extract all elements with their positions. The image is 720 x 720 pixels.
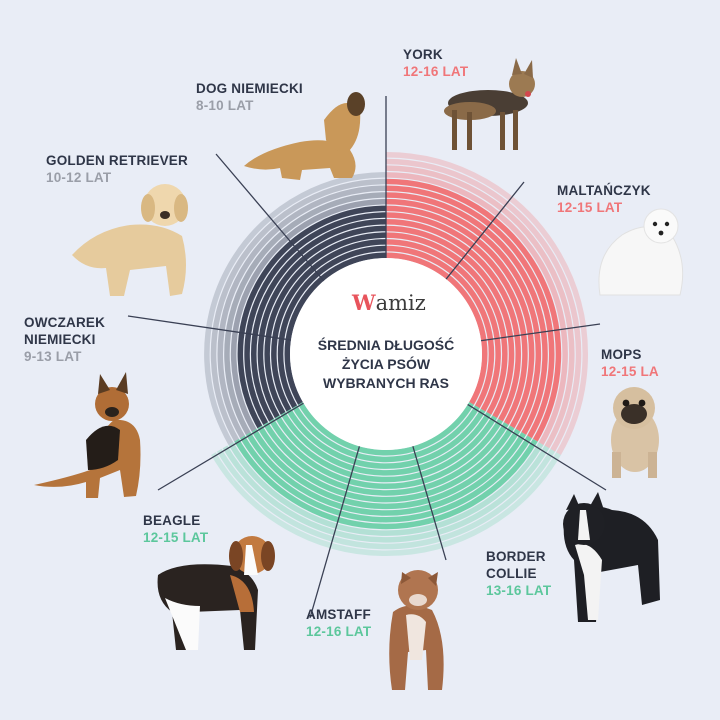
label-maltanczyk: MALTAŃCZYK 12-15 LAT [557,182,651,216]
label-mops: MOPS 12-15 LA [601,346,659,380]
ring-medium-year-3 [286,408,486,469]
title-line-1: ŚREDNIA DŁUGOŚĆ [317,337,455,353]
ring-small-year-5 [385,225,515,419]
maltese-dog-photo [598,208,684,296]
ring-medium-year-6 [269,418,503,489]
breed-name-line-2: NIEMIECKI [24,332,96,347]
ring-small-year-1 [385,252,488,405]
breed-lifespan: 12-15 LAT [557,200,623,215]
breed-name-line-1: OWCZAREK [24,315,106,330]
ring-large-year-5 [257,225,387,419]
ring-medium-year-8 [257,425,515,503]
ring-small-year-10 [385,192,548,435]
amstaff-dog-photo [389,570,444,690]
breed-name: AMSTAFF [306,607,371,622]
ring-large-year-7 [244,212,387,425]
breed-lifespan: 12-16 LAT [306,624,372,639]
breed-lifespan: 10-12 LAT [46,170,112,185]
ring-medium-year-5 [274,415,498,483]
label-beagle: BEAGLE 12-15 LAT [143,512,208,546]
ring-small-year-13 [385,172,568,445]
ring-small-year-3 [385,239,501,412]
label-owczarek: OWCZAREK NIEMIECKI 9-13 LAT [24,314,105,365]
label-dog-niemiecki: DOG NIEMIECKI 8-10 LAT [196,80,303,114]
breed-lifespan: 12-15 LAT [143,530,209,545]
ring-small-year-6 [385,219,521,422]
ring-medium-year-12 [234,438,538,530]
label-border-collie: BORDER COLLIE 13-16 LAT [486,548,551,599]
center-disc [290,258,482,450]
wamiz-logo: Wamiz [352,290,426,315]
ring-medium-year-7 [263,422,509,496]
title-line-3: WYBRANYCH RAS [323,375,449,391]
breed-lifespan: 9-13 LAT [24,349,82,364]
ring-small-year-12 [385,178,562,442]
label-golden-retriever: GOLDEN RETRIEVER 10-12 LAT [46,152,188,186]
ring-small-year-4 [385,232,508,415]
ring-large-year-13 [204,172,387,445]
breed-name: DOG NIEMIECKI [196,81,303,96]
breed-name-line-2: COLLIE [486,566,537,581]
label-amstaff: AMSTAFF 12-16 LAT [306,606,371,640]
ring-medium-year-4 [280,412,492,476]
ring-small-year-8 [385,205,535,429]
ring-large-year-6 [251,219,387,422]
breed-lifespan: 8-10 LAT [196,98,254,113]
dog-illustrations [34,58,684,690]
title-line-2: ŻYCIA PSÓW [341,356,431,372]
ring-small-year-16 [385,152,589,456]
ring-medium-year-16 [211,452,561,557]
german-shepherd-dog-photo [34,372,141,498]
breed-name: BEAGLE [143,513,201,528]
ring-large-year-9 [230,198,387,432]
breed-name-line-1: BORDER [486,549,546,564]
ring-medium-year-11 [240,435,532,523]
ring-large-year-4 [264,232,387,415]
label-york: YORK 12-16 LAT [403,46,468,80]
ring-medium-year-1 [298,402,474,456]
breed-lifespan: 13-16 LAT [486,583,552,598]
ring-large-year-1 [284,252,387,405]
breed-lifespan: 12-15 LA [601,364,659,379]
ring-large-year-10 [224,192,387,435]
ring-small-year-2 [385,245,495,409]
border-collie-dog-photo [563,492,660,622]
ring-medium-year-15 [216,448,556,550]
breed-lifespan: 12-16 LAT [403,64,469,79]
ring-large-year-2 [277,245,387,409]
ring-large-year-8 [237,205,387,429]
breed-name: YORK [403,47,443,62]
logo-rest: amiz [375,291,426,315]
ring-small-year-14 [385,165,575,449]
ring-small-year-15 [385,158,582,452]
ring-small-year-11 [385,185,555,439]
ring-medium-year-10 [245,432,527,516]
ring-large-year-3 [271,239,387,412]
pug-dog-photo [611,387,659,478]
ring-medium-year-13 [228,442,544,536]
ring-medium-year-2 [292,405,480,463]
golden-retriever-dog-photo [72,184,188,296]
ring-small-year-7 [385,212,528,425]
ring-large-year-12 [210,178,387,442]
great-dane-dog-photo [244,92,365,180]
ring-small-year-9 [385,198,542,432]
chart-title: ŚREDNIA DŁUGOŚĆ ŻYCIA PSÓW WYBRANYCH RAS [300,336,472,393]
lifespan-rings [204,152,589,557]
beagle-dog-photo [157,536,275,650]
breed-name: GOLDEN RETRIEVER [46,153,188,168]
breed-name: MALTAŃCZYK [557,183,651,198]
ring-medium-year-14 [222,445,550,543]
ring-large-year-11 [217,185,387,439]
york-dog-photo [444,58,535,150]
breed-name: MOPS [601,347,642,362]
ring-medium-year-9 [251,428,521,510]
